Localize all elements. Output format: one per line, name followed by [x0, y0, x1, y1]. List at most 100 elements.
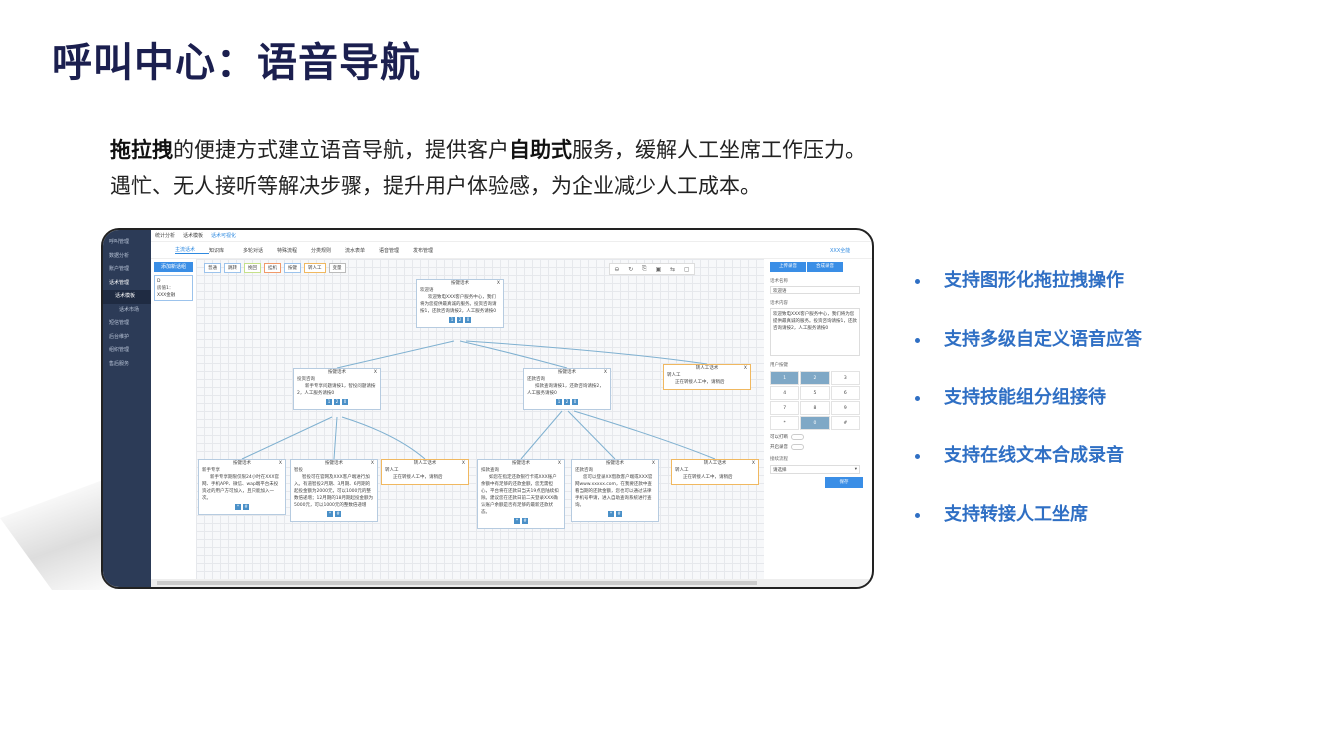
- nav-item[interactable]: 多轮对话: [243, 247, 264, 254]
- refresh-icon[interactable]: ↻: [628, 265, 634, 273]
- key-button[interactable]: #: [335, 511, 341, 517]
- key[interactable]: *: [770, 416, 800, 430]
- key[interactable]: 5: [800, 386, 830, 400]
- tool-button[interactable]: 普通: [204, 263, 221, 273]
- note-text: XXX金融: [157, 293, 176, 298]
- nav-item[interactable]: 分类规则: [311, 247, 332, 254]
- tool-button[interactable]: 跳转: [224, 263, 241, 273]
- sidebar-item[interactable]: 话术管理: [109, 279, 130, 286]
- content-textarea[interactable]: 欢迎致电XXX客户服务中心，我们将为您提供最真诚的服务。投资咨询请按1，还款咨询…: [770, 308, 860, 356]
- sidebar-item[interactable]: 短信管理: [109, 320, 130, 326]
- flow-select[interactable]: 请选择▾: [770, 465, 860, 474]
- nav-item[interactable]: 主流话术: [175, 246, 209, 254]
- synthesize-recording-button[interactable]: 合成录音: [807, 262, 843, 272]
- node-title: 按键话术: [558, 370, 576, 375]
- nav-item[interactable]: 发布管理: [413, 247, 434, 254]
- swap-icon[interactable]: ⇆: [670, 265, 676, 273]
- sidebar-item[interactable]: 后台维护: [109, 333, 130, 340]
- record-toggle[interactable]: [791, 444, 804, 450]
- delete-icon[interactable]: ▢: [683, 265, 690, 273]
- group-card[interactable]: D 房值1： XXX金融: [154, 275, 193, 301]
- save-icon[interactable]: ▣: [655, 265, 662, 273]
- tab[interactable]: 话术模板: [183, 233, 204, 239]
- sidebar-item[interactable]: 账户管理: [109, 266, 130, 272]
- nav-item[interactable]: 流水表单: [345, 247, 366, 254]
- key[interactable]: #: [830, 416, 860, 430]
- close-icon[interactable]: X: [603, 370, 607, 375]
- sidebar-item[interactable]: 售后服务: [109, 360, 130, 367]
- close-icon[interactable]: X: [373, 370, 377, 375]
- key[interactable]: 9: [830, 401, 860, 415]
- tool-button[interactable]: 转人工: [304, 263, 326, 273]
- key-button[interactable]: 2: [334, 399, 340, 405]
- close-icon[interactable]: X: [651, 461, 655, 466]
- key-button[interactable]: 0: [572, 399, 578, 405]
- sidebar-item[interactable]: 呼叫管理: [109, 239, 130, 245]
- tab[interactable]: 统计分析: [155, 233, 176, 239]
- tool-button[interactable]: 变量: [328, 263, 346, 273]
- key-button[interactable]: 0: [465, 317, 471, 323]
- key-button[interactable]: *: [327, 511, 333, 517]
- key-button[interactable]: 1: [556, 399, 562, 405]
- node-text: 新手专享问题请按1，智投问题请按2，人工服务请按0: [297, 384, 376, 396]
- save-button[interactable]: 保存: [825, 477, 863, 488]
- add-group-button[interactable]: 添加新话组: [154, 262, 193, 272]
- key[interactable]: 6: [830, 386, 860, 400]
- close-icon[interactable]: X: [751, 461, 755, 466]
- close-icon[interactable]: X: [461, 461, 465, 466]
- close-icon[interactable]: X: [496, 281, 500, 286]
- close-icon[interactable]: X: [278, 461, 282, 466]
- key[interactable]: 0: [800, 416, 830, 430]
- zoom-out-icon[interactable]: ⊖: [614, 265, 620, 273]
- key-button[interactable]: *: [608, 511, 614, 517]
- close-icon[interactable]: X: [743, 366, 747, 371]
- horizontal-scrollbar[interactable]: [151, 579, 872, 587]
- key-button[interactable]: 2: [457, 317, 463, 323]
- key[interactable]: 7: [770, 401, 800, 415]
- key[interactable]: 4: [770, 386, 800, 400]
- name-input[interactable]: 欢迎语: [770, 286, 860, 294]
- upload-recording-button[interactable]: 上传录音: [770, 262, 806, 272]
- nav-item[interactable]: 知识库: [209, 247, 225, 254]
- sidebar-subitem[interactable]: 话术市场: [119, 306, 140, 313]
- close-icon[interactable]: X: [557, 461, 561, 466]
- key-button[interactable]: *: [514, 518, 520, 524]
- key-button[interactable]: *: [235, 504, 241, 510]
- tab[interactable]: 话术可视化: [211, 233, 237, 239]
- sidebar-item[interactable]: 数据分析: [109, 252, 130, 259]
- key-button[interactable]: 2: [564, 399, 570, 405]
- key-button[interactable]: 1: [449, 317, 455, 323]
- key[interactable]: 1: [770, 371, 800, 385]
- nav-item[interactable]: 语音管理: [379, 247, 400, 254]
- tool-button[interactable]: 挽回: [244, 263, 261, 273]
- key-button[interactable]: #: [243, 504, 249, 510]
- tool-button[interactable]: 按键: [284, 263, 301, 273]
- key[interactable]: 2: [800, 371, 830, 385]
- export-icon[interactable]: ⎘: [642, 265, 647, 272]
- sidebar-subitem[interactable]: 话术模板: [103, 290, 151, 304]
- key-button[interactable]: 0: [342, 399, 348, 405]
- interrupt-toggle[interactable]: [791, 434, 804, 440]
- key-button[interactable]: #: [616, 511, 622, 517]
- sidebar-item[interactable]: 组织管理: [109, 347, 130, 353]
- key[interactable]: 3: [830, 371, 860, 385]
- tool-button[interactable]: 挂机: [264, 263, 281, 273]
- nav-item[interactable]: 特殊流程: [277, 247, 298, 254]
- key-button[interactable]: 1: [326, 399, 332, 405]
- key-button[interactable]: #: [522, 518, 528, 524]
- close-icon[interactable]: X: [370, 461, 374, 466]
- user-name[interactable]: XXX全能: [830, 248, 851, 254]
- key[interactable]: 8: [800, 401, 830, 415]
